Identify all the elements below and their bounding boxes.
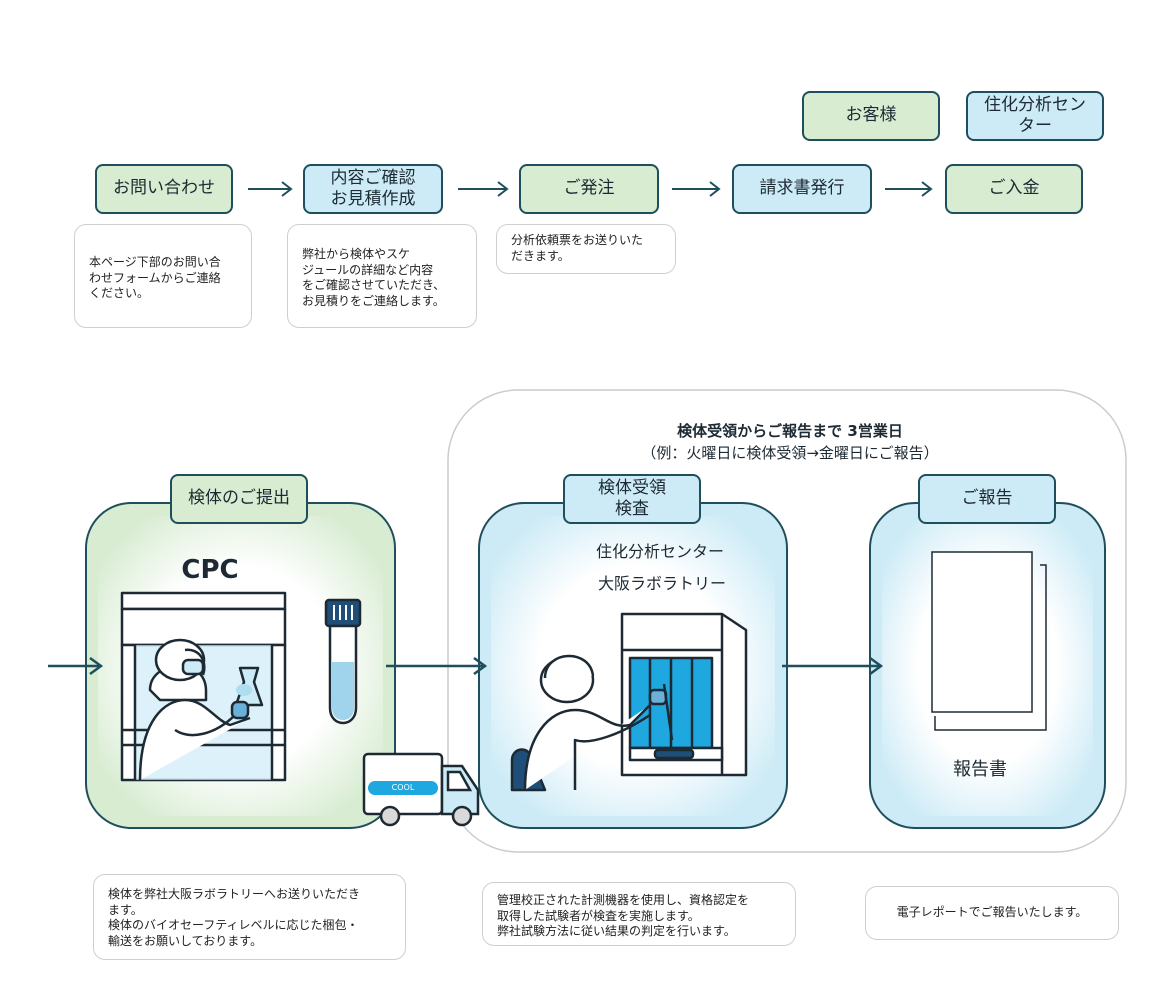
legend-customer-label: お客様: [845, 105, 897, 126]
note-estimate: 弊社から検体やスケ ジュールの詳細など内容 をご確認させていただき、 お見積りを…: [287, 224, 477, 328]
cpc-label-text: CPC: [181, 555, 239, 585]
step-payment-label: ご入金: [988, 178, 1040, 199]
lab-technician-icon: [510, 612, 748, 792]
step-estimate: 内容ご確認 お見積作成: [303, 164, 443, 214]
legend-customer: お客様: [802, 91, 940, 141]
process-duration-title-text: 検体受領からご報告まで 3営業日: [677, 422, 903, 440]
report-doc-label: 報告書: [920, 755, 1040, 781]
step-invoice: 請求書発行: [732, 164, 872, 214]
step-estimate-label: 内容ご確認 お見積作成: [330, 167, 416, 209]
process-duration-example: （例：火曜日に検体受領→金曜日にご報告）: [560, 442, 1020, 463]
note-estimate-text: 弊社から検体やスケ ジュールの詳細など内容 をご確認させていただき、 お見積りを…: [302, 247, 446, 308]
step-inquiry-label: お問い合わせ: [113, 178, 215, 199]
tab-receive-inspect: 検体受領 検査: [563, 474, 701, 524]
step-order: ご発注: [519, 164, 659, 214]
test-tube-icon: [324, 598, 362, 725]
legend-scas-label: 住化分析セン ター: [984, 94, 1086, 136]
process-duration-title: 検体受領からご報告まで 3営業日: [560, 420, 1020, 441]
note-inquiry-text: 本ページ下部のお問い合 わせフォームからご連絡 ください。: [89, 255, 221, 301]
report-document-icon: [931, 551, 1047, 731]
process-arrows: [48, 656, 884, 676]
legend-scas: 住化分析セン ター: [966, 91, 1104, 141]
note-report-text: 電子レポートでご報告いたします。: [896, 905, 1088, 919]
lab-outer-frame: [447, 389, 1127, 853]
note-report: 電子レポートでご報告いたします。: [865, 886, 1119, 940]
flow-arrows-top: [248, 181, 933, 197]
process-duration-example-text: （例：火曜日に検体受領→金曜日にご報告）: [641, 444, 939, 462]
tab-sample-submission: 検体のご提出: [170, 474, 308, 524]
lab-branch: 大阪ラボラトリー: [570, 570, 730, 594]
lab-branch-text: 大阪ラボラトリー: [598, 574, 727, 593]
note-receive-inspect: 管理校正された計測機器を使用し、資格認定を 取得した試験者が検査を実施します。 …: [482, 882, 796, 946]
note-receive-inspect-text: 管理校正された計測機器を使用し、資格認定を 取得した試験者が検査を実施します。 …: [497, 893, 750, 939]
truck-cool-label: COOL: [368, 783, 438, 792]
step-inquiry: お問い合わせ: [95, 164, 233, 214]
cpc-label: CPC: [150, 555, 270, 585]
truck-icon: [362, 752, 480, 827]
note-order-text: 分析依頼票をお送りいた だきます。: [511, 233, 644, 263]
step-invoice-label: 請求書発行: [759, 178, 845, 199]
tab-receive-inspect-label: 検体受領 検査: [598, 477, 666, 519]
truck-cool-label-text: COOL: [391, 783, 415, 792]
note-order: 分析依頼票をお送りいた だきます。: [496, 224, 676, 274]
lab-name-text: 住化分析センター: [595, 542, 724, 561]
note-inquiry: 本ページ下部のお問い合 わせフォームからご連絡 ください。: [74, 224, 252, 328]
note-sample-submission: 検体を弊社大阪ラボラトリーへお送りいただき ます。 検体のバイオセーフティレベル…: [93, 874, 406, 960]
report-doc-label-text: 報告書: [953, 759, 1007, 780]
lab-name: 住化分析センター: [570, 538, 750, 562]
step-payment: ご入金: [945, 164, 1083, 214]
tab-report: ご報告: [918, 474, 1056, 524]
step-order-label: ご発注: [563, 178, 615, 199]
note-sample-submission-text: 検体を弊社大阪ラボラトリーへお送りいただき ます。 検体のバイオセーフティレベル…: [108, 887, 361, 948]
tab-report-label: ご報告: [961, 488, 1013, 509]
tab-sample-submission-label: 検体のご提出: [188, 488, 290, 509]
clean-bench-icon: [120, 591, 287, 782]
